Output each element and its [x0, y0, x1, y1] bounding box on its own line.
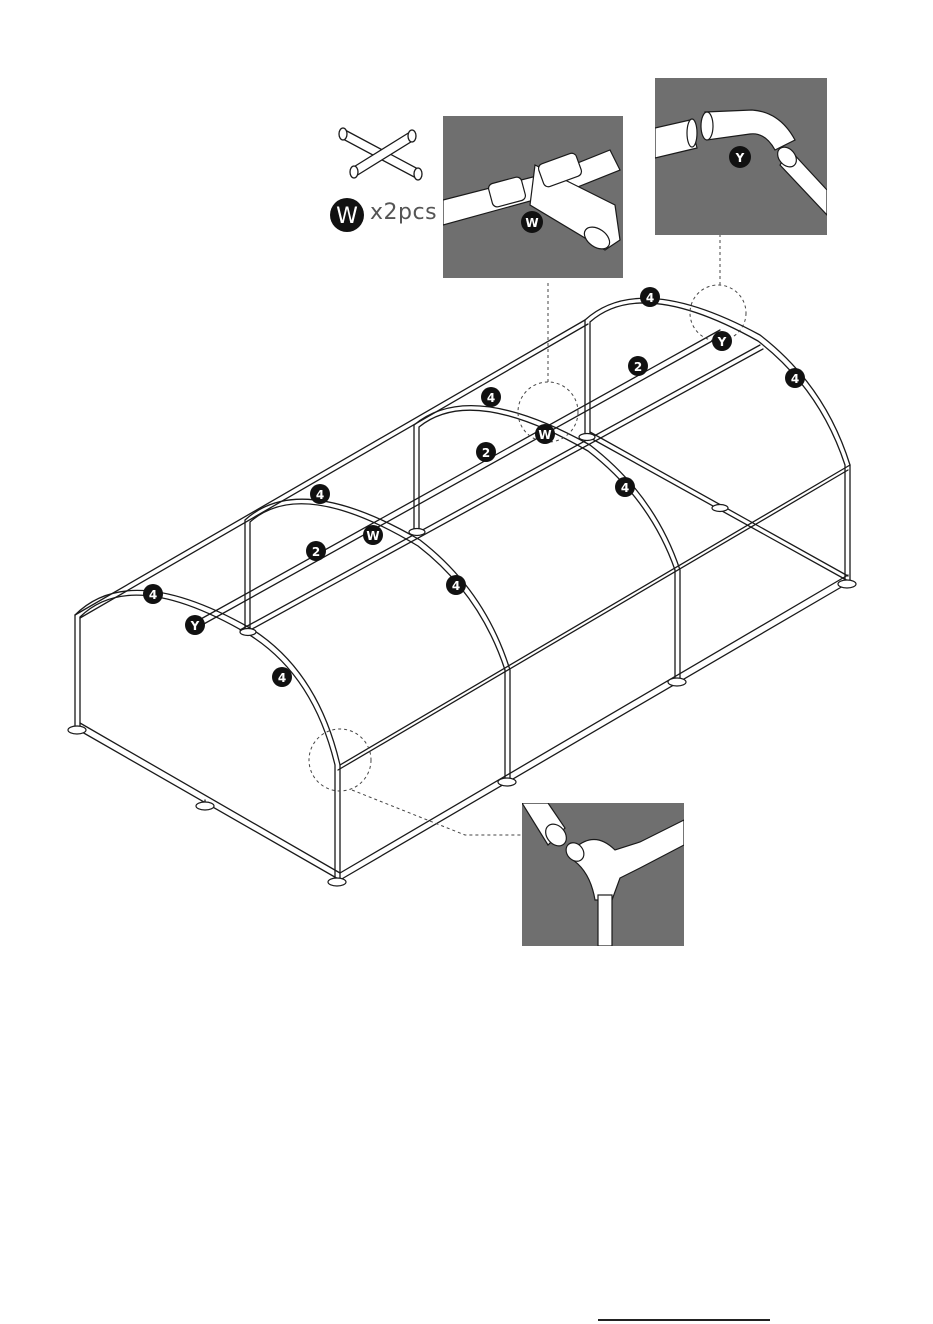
- inset-y-detail: Y: [655, 78, 827, 235]
- badge-pipe-4-label: 4: [452, 579, 460, 593]
- badge-connector-y-label: Y: [717, 335, 727, 349]
- badge-connector-w: W: [363, 525, 383, 545]
- badge-pipe-4: 4: [785, 368, 805, 388]
- badge-pipe-4-label: 4: [621, 481, 629, 495]
- y-inset-badge-label: Y: [735, 151, 745, 165]
- badge-pipe-4-label: 4: [791, 372, 799, 386]
- badge-pipe-4: 4: [272, 667, 292, 687]
- badge-pipe-4: 4: [446, 575, 466, 595]
- badge-pipe-4: 4: [481, 387, 501, 407]
- badge-pipe-2: 2: [628, 356, 648, 376]
- badge-connector-w-label: W: [538, 428, 551, 442]
- badge-connector-y-label: Y: [190, 619, 200, 633]
- badge-pipe-2-label: 2: [634, 360, 642, 374]
- part-quantity-label: x2pcs: [370, 200, 437, 225]
- badge-pipe-4: 4: [615, 477, 635, 497]
- w-connector-icon: [339, 128, 422, 180]
- badge-connector-w: W: [535, 424, 555, 444]
- badge-connector-y: Y: [185, 615, 205, 635]
- badge-pipe-2: 2: [306, 541, 326, 561]
- badge-pipe-4-label: 4: [646, 291, 654, 305]
- badge-pipe-4: 4: [143, 584, 163, 604]
- badge-pipe-2-label: 2: [482, 446, 490, 460]
- w-part-badge-letter: W: [336, 204, 358, 229]
- badge-pipe-4-label: 4: [316, 488, 324, 502]
- pipe-badges: 4 4 4 4 4 4 4 4: [143, 287, 805, 687]
- corner-leader-line: [352, 790, 522, 835]
- badge-pipe-4: 4: [310, 484, 330, 504]
- foot-plates: [68, 434, 856, 887]
- inset-w-detail: W: [443, 116, 623, 278]
- badge-pipe-2: 2: [476, 442, 496, 462]
- inset-corner-detail: [522, 803, 684, 946]
- badge-pipe-4-label: 4: [278, 671, 286, 685]
- badge-connector-y: Y: [712, 331, 732, 351]
- badge-pipe-4-label: 4: [487, 391, 495, 405]
- badge-pipe-4-label: 4: [149, 588, 157, 602]
- badge-pipe-2-label: 2: [312, 545, 320, 559]
- badge-pipe-4: 4: [640, 287, 660, 307]
- footer-rule: [598, 1319, 770, 1321]
- badge-connector-w-label: W: [366, 529, 379, 543]
- w-inset-badge-label: W: [525, 216, 538, 230]
